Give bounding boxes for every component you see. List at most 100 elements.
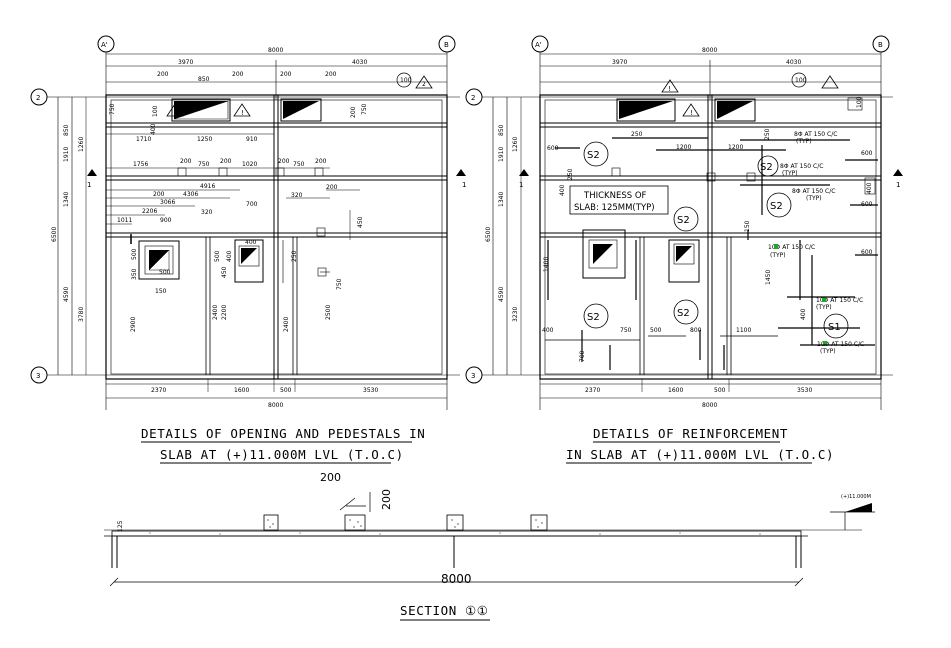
rebar-note-typ: (TYP) [806,195,822,202]
dim-700: 700 [579,350,586,362]
dim-400-c: 400 [150,123,157,135]
dim-320-b: 320 [291,192,303,199]
dim-250-c: 250 [764,128,771,140]
dim-320-a: 320 [201,209,213,216]
dim-750: 750 [620,327,632,334]
left-title-line-1: DETAILS OF OPENING AND PEDESTALS IN [141,426,425,441]
section-title: SECTION ①① [400,603,489,618]
dim-2200: 2200 [221,305,228,320]
dim-1450: 1450 [765,270,772,285]
dim-450-b: 450 [221,266,228,278]
dim-top-1: 3970 [178,59,193,66]
dim-left-5: 1260 [78,137,85,152]
dim-400-b: 400 [800,308,807,320]
dim-400-a: 400 [245,239,257,246]
dim-800: 800 [690,327,702,334]
section-mark-right: 1 [896,181,900,189]
dim-bottom-overall: 8000 [268,402,283,409]
dim-200-f: 200 [326,184,338,191]
dim-small-4: 200 [280,71,292,78]
dim-400-c: 400 [559,184,566,196]
svg-text:!: ! [174,109,177,117]
dim-1011: 1011 [117,217,132,224]
dim-450-a: 450 [357,216,364,228]
section-mark-left: 1 [519,181,523,189]
rebar-note: 8Φ AT 150 C/C [780,163,823,170]
rebar-bars [545,137,878,370]
section-view: 200 200 125 8000 (+)11.000M SECTION ①① [104,471,875,621]
dim-900: 900 [160,217,172,224]
dim-left-3: 1340 [498,192,505,207]
level-tag: (+)11.000M [841,494,871,500]
dim-left-1: 850 [63,124,70,136]
slab-thickness-dim: 125 [117,520,124,532]
left-title-line-2: SLAB AT (+)11.000M LVL (T.O.C) [160,447,404,462]
dim-bottom-overall: 8000 [702,402,717,409]
dim-left-3: 1340 [63,192,70,207]
section-mark-left: 1 [87,181,91,189]
thickness-note-line-2: SLAB: 125MM(TYP) [574,203,655,213]
grid-bubble-2: 2 [471,94,475,102]
dim-400-a: 400 [542,327,554,334]
grid-bubble-a: A' [535,41,542,49]
dim-500-a: 500 [159,269,171,276]
right-inner-dims: 250 1200 1200 600 600 600 600 1400 400 7… [542,96,876,362]
pedestal [446,514,464,531]
right-title-line-1: DETAILS OF REINFORCEMENT [593,426,788,441]
dim-750-b: 750 [293,161,305,168]
dim-500-b: 500 [131,248,138,260]
pedestal-height-dim: 200 [380,489,393,510]
section-mark-right: 1 [462,181,466,189]
slab-marks: S2 S2 S2 S2 S2 S2 S1 [583,141,849,339]
dim-small-3: 200 [232,71,244,78]
slab-mark-s2: S2 [760,162,773,173]
rebar-note-typ: (TYP) [816,304,832,311]
dim-overall-height: 6500 [485,227,492,242]
dim-left-2: 1910 [63,147,70,162]
dim-500: 500 [650,327,662,334]
dim-bottom-3: 500 [714,387,726,394]
dim-600-d: 600 [861,249,873,256]
dim-100: 100 [856,96,863,108]
rebar-note: 8Φ AT 150 C/C [792,188,835,195]
thickness-note-line-1: THICKNESS OF [583,191,647,201]
rebar-notes: 8Φ AT 150 C/C (TYP) 8Φ AT 150 C/C (TYP) … [768,131,864,355]
dim-150: 150 [155,288,167,295]
rebar-note: 10Φ AT 150 C/C [768,244,815,251]
dim-left-6: 3780 [78,307,85,322]
dim-200-b: 200 [220,158,232,165]
grid-bubble-b: B [878,41,883,49]
slab-mark-s2: S2 [770,201,783,212]
dim-400-d: 400 [866,182,873,194]
dim-bottom-2: 1600 [234,387,249,394]
grid-bubble-3: 3 [471,372,475,380]
dim-left-4: 4590 [498,287,505,302]
dim-left-6: 3230 [512,307,519,322]
dim-150: 150 [744,220,751,232]
dim-1200-b: 1200 [728,144,743,151]
dim-600-b: 600 [861,150,873,157]
grid-bubble-3: 3 [36,372,40,380]
slab-mark-s2: S2 [677,215,690,226]
left-plan: A' B 2 3 8000 3970 4030 200 850 200 200 … [30,35,466,464]
grid-bubble-2: 2 [36,94,40,102]
dim-500-c: 500 [214,250,221,262]
revision-mark: 2 [422,81,426,88]
dim-200-c: 200 [278,158,290,165]
slab-mark-s2: S2 [587,150,600,161]
dim-910: 910 [246,136,258,143]
dim-left-1: 850 [498,124,505,136]
dim-750-a: 750 [198,161,210,168]
rebar-note-typ: (TYP) [782,170,798,177]
dim-bottom-1: 2370 [151,387,166,394]
rebar-note: 8Φ AT 150 C/C [794,131,837,138]
dim-1710: 1710 [136,136,151,143]
dim-750-e: 750 [109,103,116,115]
dim-overall-width: 8000 [268,47,283,54]
dim-200-g: 200 [350,106,357,118]
dim-overall-width: 8000 [702,47,717,54]
dim-700: 700 [246,201,258,208]
dim-2400-a: 2400 [212,305,219,320]
pedestal [530,514,548,531]
